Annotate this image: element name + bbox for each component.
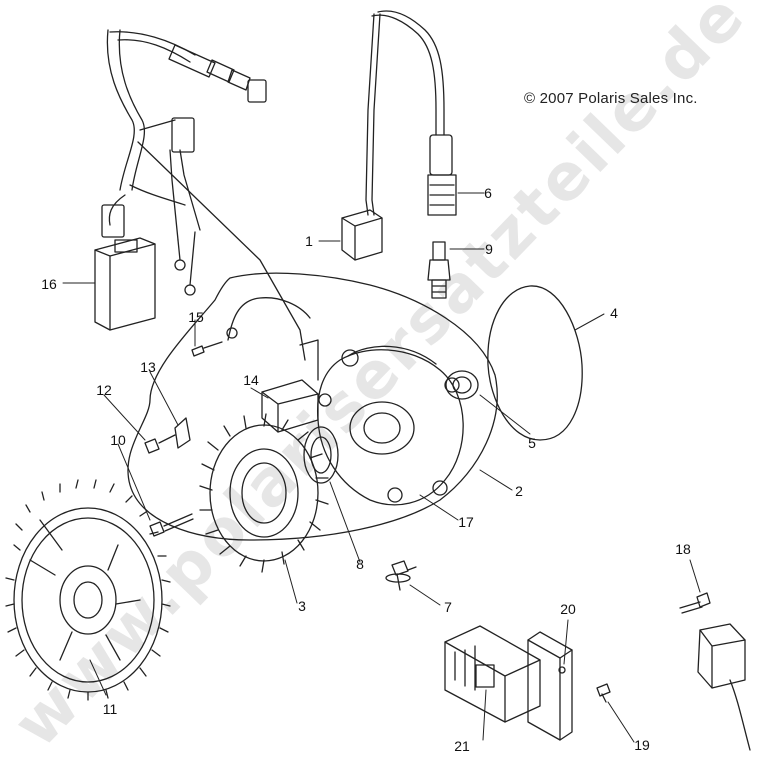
callout-2: 2: [515, 483, 523, 499]
callout-1: 1: [305, 233, 313, 249]
stator-cover-outline: [127, 272, 498, 541]
copyright-notice: © 2007 Polaris Sales Inc.: [524, 90, 698, 107]
callout-11: 11: [102, 701, 118, 717]
mounting-bracket: [527, 631, 573, 741]
spark-plug-cap: [427, 134, 457, 216]
callout-8: 8: [356, 556, 364, 572]
bearing-seal: [445, 370, 479, 400]
callout-14: 14: [243, 372, 259, 388]
voltage-regulator: [444, 625, 541, 723]
callout-21: 21: [454, 738, 470, 754]
callout-17: 17: [458, 514, 474, 530]
sensor-connector: [697, 623, 751, 751]
callout-6: 6: [484, 185, 492, 201]
callout-10: 10: [110, 432, 126, 448]
spark-plug: [427, 241, 451, 299]
callout-9: 9: [485, 241, 493, 257]
bolt-12: [144, 434, 176, 454]
callout-12: 12: [96, 382, 112, 398]
ignition-coil: [341, 10, 445, 261]
callout-13: 13: [140, 359, 156, 375]
callout-20: 20: [560, 601, 576, 617]
wire-harness: [101, 29, 306, 361]
stator: [199, 413, 329, 573]
callout-leader-lines: [62, 192, 701, 743]
wire-clip: [174, 417, 191, 449]
callout-5: 5: [528, 435, 536, 451]
callout-18: 18: [675, 541, 691, 557]
bolt-7: [385, 560, 417, 591]
oil-seal: [303, 426, 339, 484]
bolt-19: [596, 683, 611, 703]
callout-19: 19: [634, 737, 650, 753]
gasket: [487, 285, 583, 441]
stator-housing: [316, 345, 464, 506]
flywheel: [5, 479, 171, 701]
cdi-box: [94, 237, 156, 331]
callout-15: 15: [188, 309, 204, 325]
bolt-18: [679, 592, 711, 614]
ground-screw: [191, 297, 311, 357]
pulser-bracket: [261, 339, 319, 433]
callout-7: 7: [444, 599, 452, 615]
callout-3: 3: [298, 598, 306, 614]
callout-4: 4: [610, 305, 618, 321]
callout-16: 16: [41, 276, 57, 292]
